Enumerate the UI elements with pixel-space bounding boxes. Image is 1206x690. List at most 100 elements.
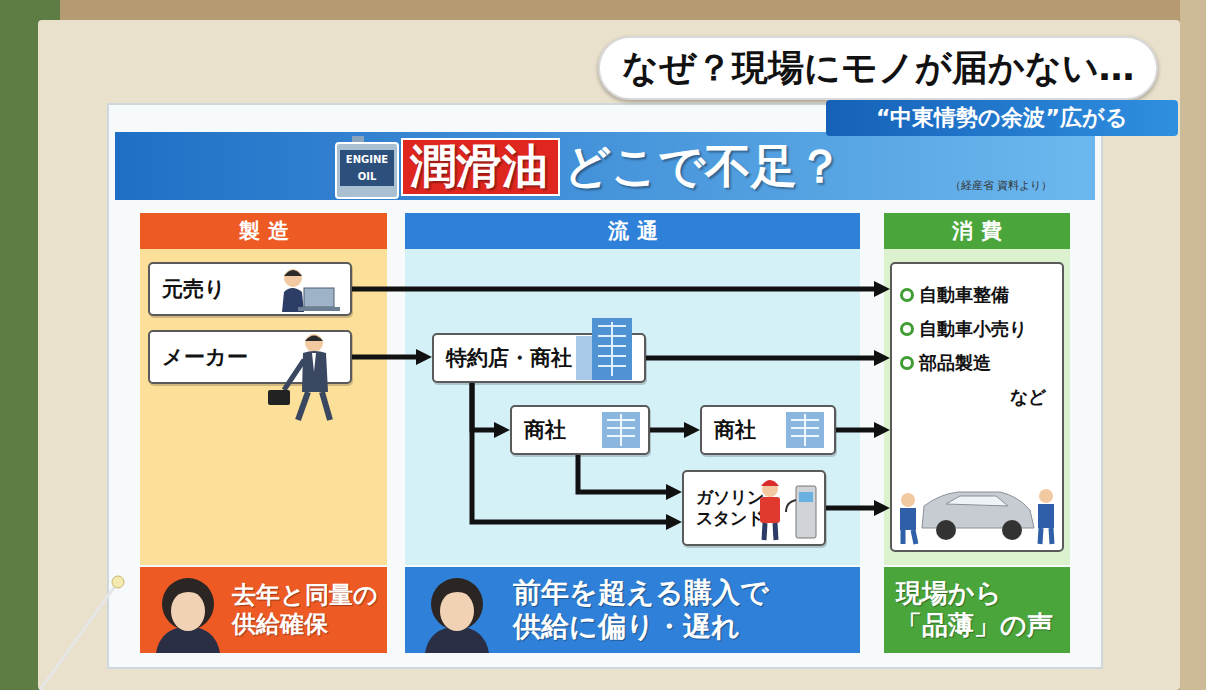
flow-arrow: [836, 428, 881, 433]
speaker-portrait: [156, 626, 220, 653]
trader-box: 商社: [700, 405, 836, 455]
title-band: [402, 139, 559, 195]
subhead-ribbon: “中東情勢の余波”広がる: [826, 100, 1178, 136]
office-building-icon: [576, 318, 632, 380]
column-header: 流通: [405, 213, 860, 249]
car-repair-illustration: [900, 489, 1054, 544]
trading-company-icon: [607, 414, 635, 446]
businessman-icon: [302, 351, 328, 392]
box-label: ガソリンスタンド: [696, 487, 768, 530]
trading-company-icon: [786, 412, 824, 448]
gas-station-box: ガソリンスタンド: [682, 470, 826, 546]
pointer-stick: [112, 576, 124, 588]
diagram-title: 潤滑油 どこで不足？: [410, 137, 843, 195]
summary-box: 現場から 「品薄」の声: [884, 567, 1070, 653]
car-repair-illustration: [1038, 504, 1054, 528]
car-repair-illustration: [913, 530, 916, 544]
gas-attendant-icon: [775, 523, 776, 540]
businessman-icon: [268, 390, 290, 405]
source-note: （経産省 資料より）: [950, 178, 1090, 196]
speaker-portrait: [425, 626, 489, 653]
gas-attendant-icon: [760, 497, 780, 523]
car-repair-illustration: [936, 520, 956, 540]
gas-attendant-icon: [764, 523, 765, 540]
list-item: 自動車整備: [900, 278, 1009, 312]
speaker-portrait: [425, 578, 489, 653]
flow-arrow: [472, 383, 673, 522]
column-header: 消費: [884, 213, 1070, 249]
car-repair-illustration: [1002, 520, 1022, 540]
car-repair-illustration: [900, 508, 916, 530]
oil-can-icon: [336, 136, 398, 198]
office-building-icon: [592, 318, 632, 380]
gas-attendant-icon: [761, 480, 779, 486]
supplier-box: 元売り: [148, 262, 352, 316]
businessman-icon: [305, 336, 323, 342]
gas-attendant-icon: [796, 486, 816, 538]
gas-attendant-icon: [799, 492, 813, 502]
headline-banner: なぜ？現場にモノが届かない…: [598, 36, 1158, 100]
summary-text: 去年と同量の 供給確保: [232, 581, 383, 640]
flow-arrow: [578, 455, 673, 492]
summary-box: 前年を超える購入で 供給に偏り・遅れ: [405, 567, 860, 653]
flow-arrow: [646, 356, 881, 361]
flow-arrow: [472, 383, 501, 430]
gas-attendant-icon: [760, 480, 816, 540]
pointer-stick: [40, 582, 118, 690]
list-item: など: [1010, 380, 1054, 414]
box-label: 商社: [714, 416, 756, 444]
box-label: メーカー: [162, 343, 248, 371]
board-frame: [38, 20, 1180, 690]
supplier-box: メーカー: [148, 330, 352, 384]
trading-company-icon: [791, 414, 819, 446]
column-header: 製造: [140, 213, 387, 249]
car-repair-illustration: [901, 530, 906, 544]
consumer-box: 自動車整備自動車小売り部品製造など: [890, 262, 1064, 552]
distributor-box: 特約店・商社: [432, 333, 646, 383]
car-repair-illustration: [1040, 528, 1041, 544]
office-building-icon: [576, 336, 594, 380]
list-item: 部品製造: [900, 346, 991, 380]
office-worker-icon: [282, 269, 340, 312]
office-worker-icon: [284, 269, 302, 287]
office-worker-icon: [298, 307, 340, 311]
businessman-icon: [322, 392, 330, 420]
office-worker-icon: [282, 288, 304, 312]
summary-box: 去年と同量の 供給確保: [140, 567, 387, 653]
flow-arrow: [826, 506, 881, 511]
flow-arrow: [352, 355, 423, 360]
summary-text: 現場から 「品薄」の声: [896, 578, 1066, 641]
stage-column: 流通特約店・商社商社 商社ガソリンスタンド: [405, 213, 860, 565]
car-repair-illustration: [946, 496, 1008, 506]
box-label: 商社: [524, 416, 566, 444]
box-label: 特約店・商社: [446, 344, 572, 372]
speaker-portrait: [170, 590, 208, 600]
car-repair-illustration: [901, 493, 915, 507]
office-building-icon: [598, 322, 626, 376]
gas-attendant-icon: [762, 481, 778, 497]
car-repair-illustration: [1051, 528, 1052, 544]
businessman-icon: [312, 353, 316, 372]
businessman-icon: [284, 360, 304, 390]
speaker-portrait: [162, 578, 214, 630]
car-repair-illustration: [1039, 489, 1053, 503]
box-label: 元売り: [162, 275, 226, 303]
studio-backdrop: [1180, 0, 1206, 690]
office-worker-icon: [284, 270, 302, 276]
speaker-portrait: [171, 591, 205, 631]
list-item: 自動車小売り: [900, 312, 1027, 346]
icon-text: OIL: [342, 170, 392, 184]
flow-arrow: [352, 287, 881, 292]
speaker-portrait: [156, 578, 220, 653]
businessman-icon: [305, 334, 323, 352]
summary-text: 前年を超える購入で 供給に偏り・遅れ: [513, 576, 856, 644]
trading-company-icon: [602, 412, 640, 448]
trader-box: 商社: [510, 405, 650, 455]
pointer-stick: [40, 576, 124, 690]
office-worker-icon: [304, 288, 334, 307]
title-band: [115, 132, 1095, 200]
title-band: [115, 132, 1095, 200]
